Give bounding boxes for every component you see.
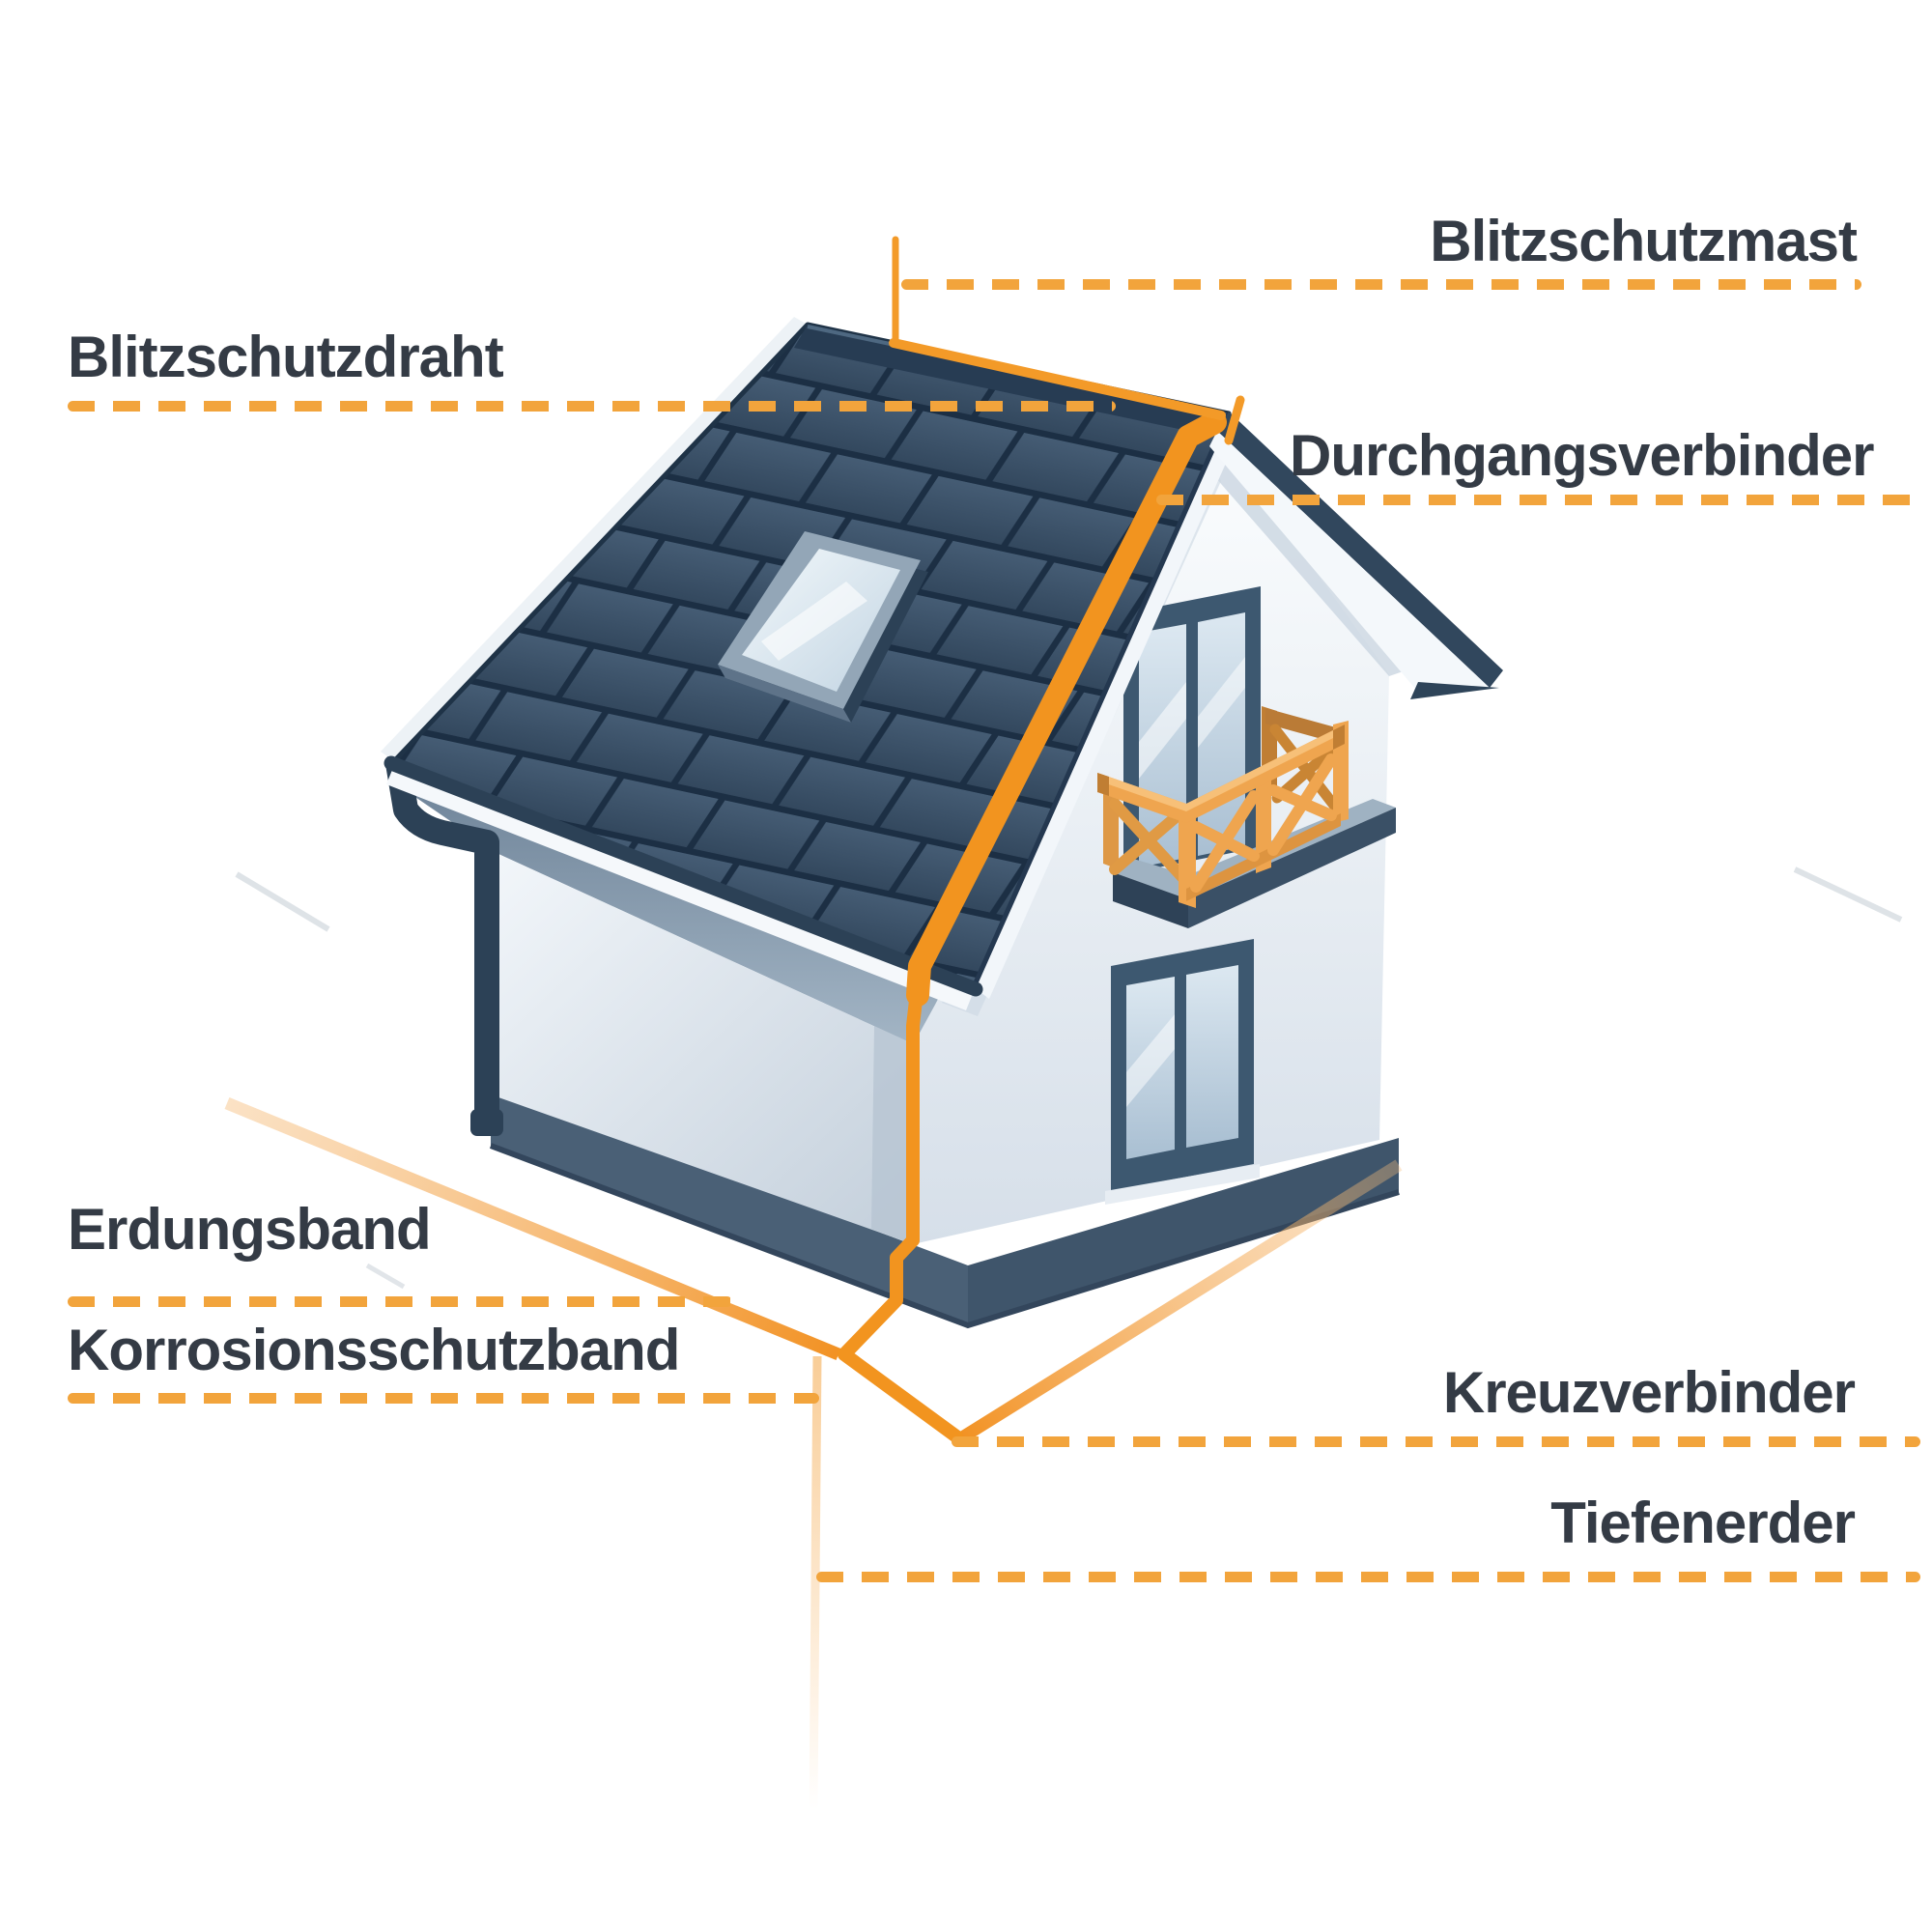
durchgangsverbinder-leader-line [1156,495,1919,505]
roof [381,317,1242,1010]
kreuzverbinder-leader-line [952,1436,1920,1447]
downspout-pipe [385,751,503,1136]
gutter [384,755,983,997]
blitzschutzdraht-leader-line [68,401,1116,412]
label-blitzschutzmast: Blitzschutzmast [1430,209,1858,273]
label-blitzschutzdraht: Blitzschutzdraht [68,325,504,389]
ground-band-left [224,1096,841,1361]
label-korrosionsschutzband: Korrosionsschutzband [68,1318,680,1382]
lower-window [1105,939,1260,1205]
blitzschutzmast-leader-line [901,279,1861,290]
lightning-conductor [838,236,1245,1443]
ground-hint-lines [235,867,1903,1290]
label-kreuzverbinder: Kreuzverbinder [1442,1360,1856,1425]
foundation [489,1086,1400,1329]
korrosionsschutzband-leader-line [68,1393,819,1404]
skylight-window [718,531,928,723]
label-erdungsband: Erdungsband [68,1197,432,1262]
left-wall [388,779,968,1244]
ridge-wire [889,338,1226,420]
ground-band-right [955,1159,1403,1445]
balcony [1097,706,1396,928]
wall-down-conductor [838,977,963,1443]
earth-rod-line [809,1355,822,1811]
ridge-end-cap [1224,395,1245,445]
tiefenerder-leader-line [816,1572,1920,1582]
ridge-cap [794,325,1229,437]
label-durchgangsverbinder: Durchgangsverbinder [1290,423,1874,488]
label-tiefenerder: Tiefenerder [1550,1491,1856,1555]
erdungsband-leader-line [68,1296,732,1307]
